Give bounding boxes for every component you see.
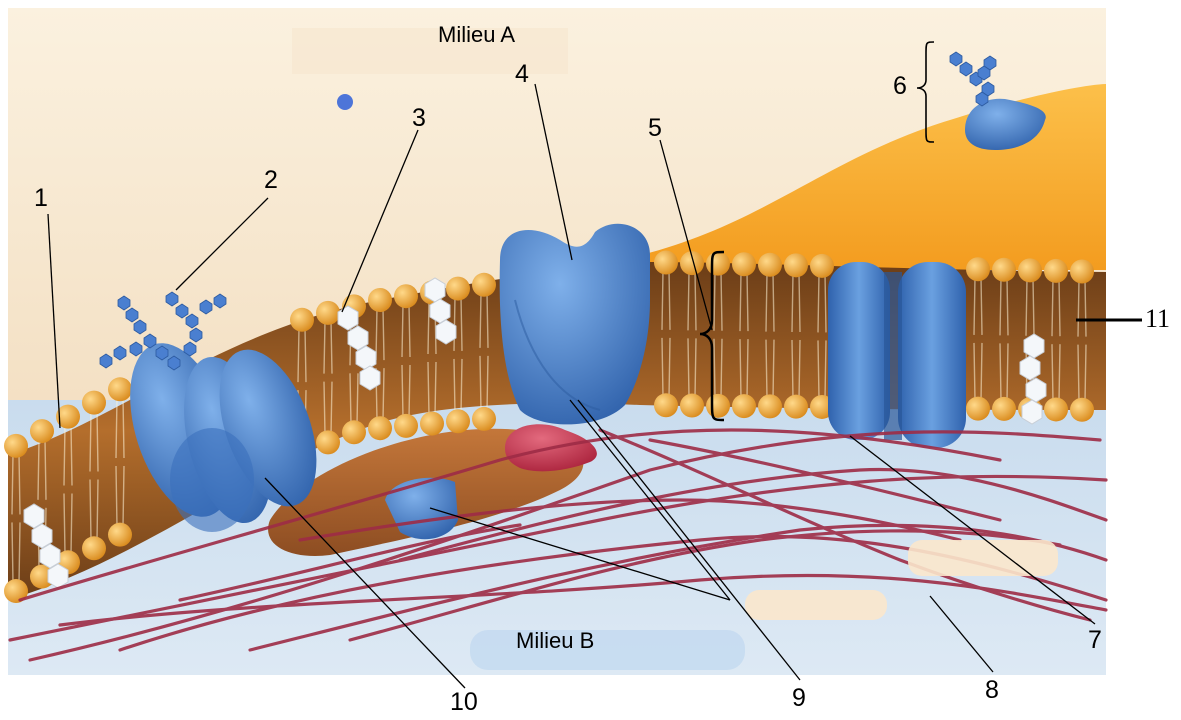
phospholipid-head-inner <box>472 407 496 431</box>
phospholipid-head-outer <box>30 419 54 443</box>
phospholipid-head-inner <box>446 409 470 433</box>
transmembrane-protein-central <box>500 224 650 425</box>
phospholipid-head-inner <box>966 397 990 421</box>
phospholipid-head-inner <box>108 523 132 547</box>
phospholipid-head-outer <box>966 257 990 281</box>
phospholipid-head-inner <box>316 430 340 454</box>
phospholipid-head-outer <box>1018 258 1042 282</box>
phospholipid-head-outer <box>82 391 106 415</box>
phospholipid-head-outer <box>472 273 496 297</box>
callout-11: 11 <box>1145 306 1170 332</box>
phospholipid-head-inner <box>420 412 444 436</box>
phospholipid-head-outer <box>446 277 470 301</box>
phospholipid-head-inner <box>758 394 782 418</box>
phospholipid-head-outer <box>654 251 678 275</box>
phospholipid-head-outer <box>810 254 834 278</box>
phospholipid-head-inner <box>732 394 756 418</box>
phospholipid-head-outer <box>992 258 1016 282</box>
phospholipid-head-outer <box>784 253 808 277</box>
phospholipid-head-outer <box>706 252 730 276</box>
callout-6: 6 <box>893 74 907 99</box>
phospholipid-head-outer <box>394 284 418 308</box>
phospholipid-head-inner <box>680 394 704 418</box>
phospholipid-head-inner <box>706 394 730 418</box>
phospholipid-head-inner <box>1044 397 1068 421</box>
callout-9: 9 <box>792 686 806 711</box>
phospholipid-head-outer <box>732 252 756 276</box>
phospholipid-head-outer <box>4 434 28 458</box>
callout-8: 8 <box>985 678 999 703</box>
phospholipid-head-outer <box>758 253 782 277</box>
phospholipid-head-inner <box>784 395 808 419</box>
phospholipid-head-outer <box>290 308 314 332</box>
callout-1: 1 <box>34 186 48 211</box>
phospholipid-head-inner <box>82 536 106 560</box>
channel-protein-right <box>828 262 966 448</box>
callout-7: 7 <box>1088 628 1102 653</box>
phospholipid-head-outer <box>316 301 340 325</box>
phospholipid-head-inner <box>1070 398 1094 422</box>
phospholipid-head-outer <box>368 288 392 312</box>
phospholipid-head-inner <box>654 393 678 417</box>
solute-dot <box>337 94 353 110</box>
phospholipid-head-inner <box>342 420 366 444</box>
milieu-b-label: Milieu B <box>516 628 594 654</box>
phospholipid-head-outer <box>1044 259 1068 283</box>
phospholipid-head-inner <box>368 416 392 440</box>
phospholipid-head-outer <box>1070 259 1094 283</box>
callout-2: 2 <box>264 168 278 193</box>
phospholipid-head-inner <box>992 397 1016 421</box>
callout-10: 10 <box>450 690 478 715</box>
phospholipid-head-outer <box>108 377 132 401</box>
callout-3: 3 <box>412 106 426 131</box>
callout-5: 5 <box>648 116 662 141</box>
callout-4: 4 <box>515 62 529 87</box>
milieu-a-label: Milieu A <box>438 22 515 48</box>
phospholipid-head-inner <box>394 414 418 438</box>
